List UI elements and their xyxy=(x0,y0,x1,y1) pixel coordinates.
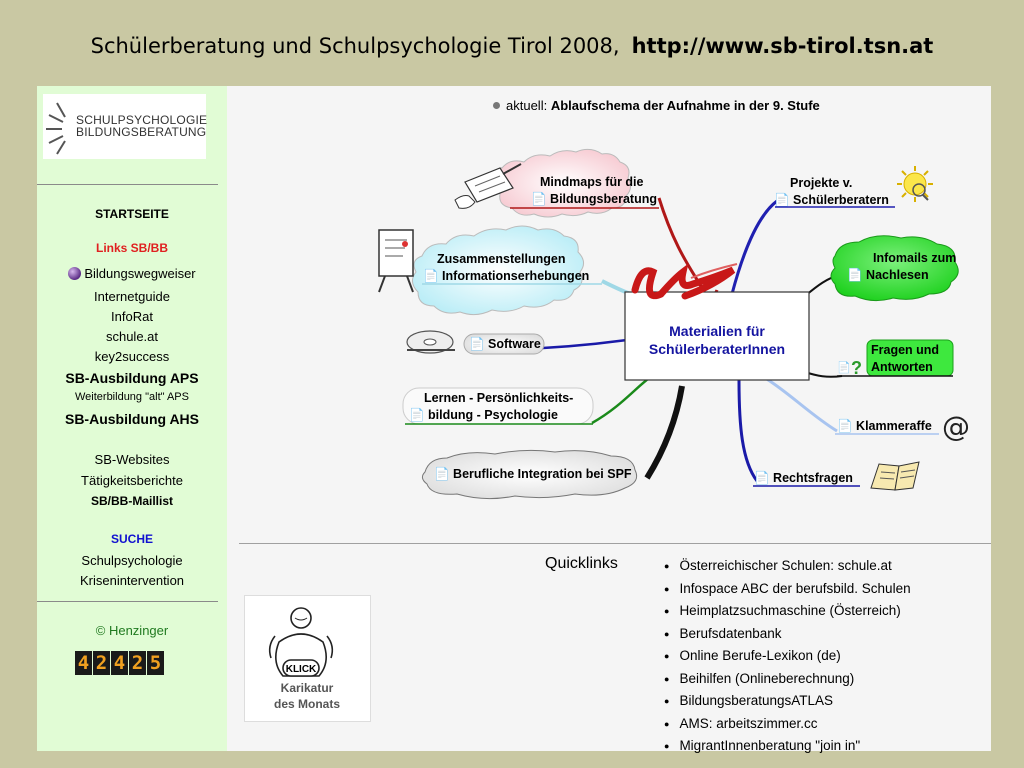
quicklink-item[interactable]: Online Berufe-Lexikon (de) xyxy=(664,645,911,668)
svg-text:Lernen - Persönlichkeits-: Lernen - Persönlichkeits- xyxy=(424,391,573,405)
branch-berufliche xyxy=(644,385,685,480)
node-fragen[interactable]: Fragen und Antworten 📄 ? xyxy=(837,339,954,378)
sidebar-item-sb-ausbildung-aps[interactable]: SB-Ausbildung APS xyxy=(65,370,199,386)
copyright-link[interactable]: © Henzinger xyxy=(95,623,169,638)
open-book-icon xyxy=(870,461,920,491)
sidebar-item-internetguide[interactable]: Internetguide xyxy=(94,289,170,304)
sidebar: SCHULPSYCHOLOGIE BILDUNGSBERATUNG STARTS… xyxy=(37,86,227,751)
sidebar-item-startseite[interactable]: STARTSEITE xyxy=(95,207,169,221)
cartoon-figure-icon: KLICK Karikatur des Monats xyxy=(268,607,340,711)
svg-text:📄 Informationserhebungen: 📄 Informationserhebungen xyxy=(423,268,589,283)
purple-ball-icon xyxy=(68,267,82,280)
node-rechtsfragen[interactable]: 📄 Rechtsfragen xyxy=(753,470,860,487)
node-software[interactable]: 📄 Software xyxy=(463,333,545,355)
aktuell-link[interactable]: aktuell: Ablaufschema der Aufnahme in de… xyxy=(493,98,820,113)
node-mindmaps[interactable]: Mindmaps für die 📄 Bildungsberatung xyxy=(496,148,659,218)
node-berufliche[interactable]: 📄 Berufliche Integration bei SPF xyxy=(421,449,638,500)
quicklinks-list: Österreichischer Schulen: schule.at Info… xyxy=(664,555,911,758)
branch-lernen xyxy=(591,374,653,425)
svg-text:📄 Nachlesen: 📄 Nachlesen xyxy=(847,267,929,282)
svg-text:Fragen und: Fragen und xyxy=(871,343,939,357)
svg-text:📄 Rechtsfragen: 📄 Rechtsfragen xyxy=(754,470,853,485)
svg-text:📄 Klammeraffe: 📄 Klammeraffe xyxy=(837,418,932,433)
logo-rays-icon xyxy=(46,102,66,155)
sidebar-item-weiterbildung[interactable]: Weiterbildung "alt" APS xyxy=(74,391,189,403)
branch-klammeraffe xyxy=(764,376,838,433)
svg-text:Zusammenstellungen: Zusammenstellungen xyxy=(437,252,566,266)
svg-text:📄 Schülerberatern: 📄 Schülerberatern xyxy=(774,192,889,207)
logo-text: SCHULPSYCHOLOGIE BILDUNGSBERATUNG xyxy=(76,113,208,139)
slide-title-text: Schülerberatung und Schulpsychologie Tir… xyxy=(90,34,620,58)
branch-projekte xyxy=(730,199,778,295)
svg-text:Antworten: Antworten xyxy=(871,360,933,374)
node-klammeraffe[interactable]: 📄 Klammeraffe @ xyxy=(835,410,970,443)
cartoon-of-the-month[interactable]: KLICK Karikatur des Monats xyxy=(244,595,371,722)
svg-text:SchülerberaterInnen: SchülerberaterInnen xyxy=(649,341,785,357)
flipchart-icon xyxy=(378,229,414,293)
sidebar-item-inforat[interactable]: InfoRat xyxy=(111,309,153,324)
sidebar-item-bildungswegweiser[interactable]: Bildungswegweiser xyxy=(37,266,227,281)
node-projekte[interactable]: Projekte v. 📄 Schülerberatern xyxy=(774,176,895,208)
svg-text:📄 bildung - Psychologie: 📄 bildung - Psychologie xyxy=(409,407,558,422)
document-icon: 📄 xyxy=(837,361,851,374)
svg-text:📄 Software: 📄 Software xyxy=(469,336,541,351)
sb-logo-icon xyxy=(631,263,738,300)
svg-text:Mindmaps für die: Mindmaps für die xyxy=(540,175,644,189)
quicklink-item[interactable]: Infospace ABC der berufsbild. Schulen xyxy=(664,578,910,601)
visitor-counter: 4 2 4 2 5 xyxy=(75,651,165,675)
sidebar-item-sb-ausbildung-ahs[interactable]: SB-Ausbildung AHS xyxy=(64,411,200,427)
svg-text:Karikatur: Karikatur xyxy=(281,681,334,695)
site-url-link[interactable]: http://www.sb-tirol.tsn.at xyxy=(631,34,934,58)
bullet-icon xyxy=(493,102,500,109)
node-infomails[interactable]: Infomails zum 📄 Nachlesen xyxy=(830,235,959,302)
svg-text:📄 Bildungsberatung: 📄 Bildungsberatung xyxy=(531,191,657,206)
node-lernen[interactable]: Lernen - Persönlichkeits- 📄 bildung - Ps… xyxy=(402,387,594,425)
svg-text:Infomails zum: Infomails zum xyxy=(873,251,956,265)
at-sign-icon: @ xyxy=(942,410,970,443)
quicklink-item[interactable]: Berufsdatenbank xyxy=(664,623,911,646)
webpage-screenshot: SCHULPSYCHOLOGIE BILDUNGSBERATUNG STARTS… xyxy=(37,86,991,753)
main-content: aktuell: Ablaufschema der Aufnahme in de… xyxy=(227,86,991,753)
svg-text:Materialien für: Materialien für xyxy=(669,323,765,339)
sidebar-item-key2success[interactable]: key2success xyxy=(94,349,170,364)
klick-badge: KLICK xyxy=(286,664,317,675)
quicklink-item[interactable]: Heimplatzsuchmaschine (Österreich) xyxy=(664,600,911,623)
mindmap: Mindmaps für die 📄 Bildungsberatung Zusa… xyxy=(378,148,970,500)
sidebar-item-sb-websites[interactable]: SB-Websites xyxy=(94,452,170,467)
sidebar-item-suche[interactable]: SUCHE xyxy=(110,532,153,546)
svg-text:📄 Berufliche Integration bei: 📄 Berufliche Integration bei SPF xyxy=(434,466,632,481)
site-logo[interactable]: SCHULPSYCHOLOGIE BILDUNGSBERATUNG xyxy=(43,94,208,159)
quicklink-item[interactable]: Österreichischer Schulen: schule.at xyxy=(664,555,911,578)
node-zusammen[interactable]: Zusammenstellungen 📄 Informationserhebun… xyxy=(412,225,602,316)
svg-text:Projekte v.: Projekte v. xyxy=(790,176,852,190)
node-center[interactable]: Materialien für SchülerberaterInnen xyxy=(624,291,810,381)
sidebar-item-links[interactable]: Links SB/BB xyxy=(95,241,168,255)
slide-title: Schülerberatung und Schulpsychologie Tir… xyxy=(0,34,1024,58)
svg-text:des Monats: des Monats xyxy=(274,697,340,711)
sidebar-item-maillist[interactable]: SB/BB-Maillist xyxy=(90,494,173,508)
sidebar-item-schulpsychologie[interactable]: Schulpsychologie xyxy=(81,553,183,568)
quicklink-item[interactable]: MigrantInnenberatung "join in" xyxy=(664,735,911,758)
sun-magnifier-icon xyxy=(897,166,933,202)
quicklink-item[interactable]: BildungsberatungsATLAS xyxy=(664,690,911,713)
quicklink-item[interactable]: AMS: arbeitszimmer.cc xyxy=(664,713,911,736)
quicklinks-title: Quicklinks xyxy=(545,555,618,572)
sidebar-divider xyxy=(37,184,218,185)
question-mark-icon: ? xyxy=(851,358,862,378)
content-divider xyxy=(239,543,991,544)
sidebar-divider xyxy=(37,601,218,602)
sidebar-item-krisenintervention[interactable]: Krisenintervention xyxy=(79,573,185,588)
cd-icon xyxy=(406,330,455,354)
sidebar-item-taetigkeitsberichte[interactable]: Tätigkeitsberichte xyxy=(81,473,183,488)
branch-rechtsfragen xyxy=(737,379,759,482)
pen-paper-icon xyxy=(454,163,522,209)
sidebar-item-schule-at[interactable]: schule.at xyxy=(105,329,159,344)
quicklink-item[interactable]: Beihilfen (Onlineberechnung) xyxy=(664,668,911,691)
